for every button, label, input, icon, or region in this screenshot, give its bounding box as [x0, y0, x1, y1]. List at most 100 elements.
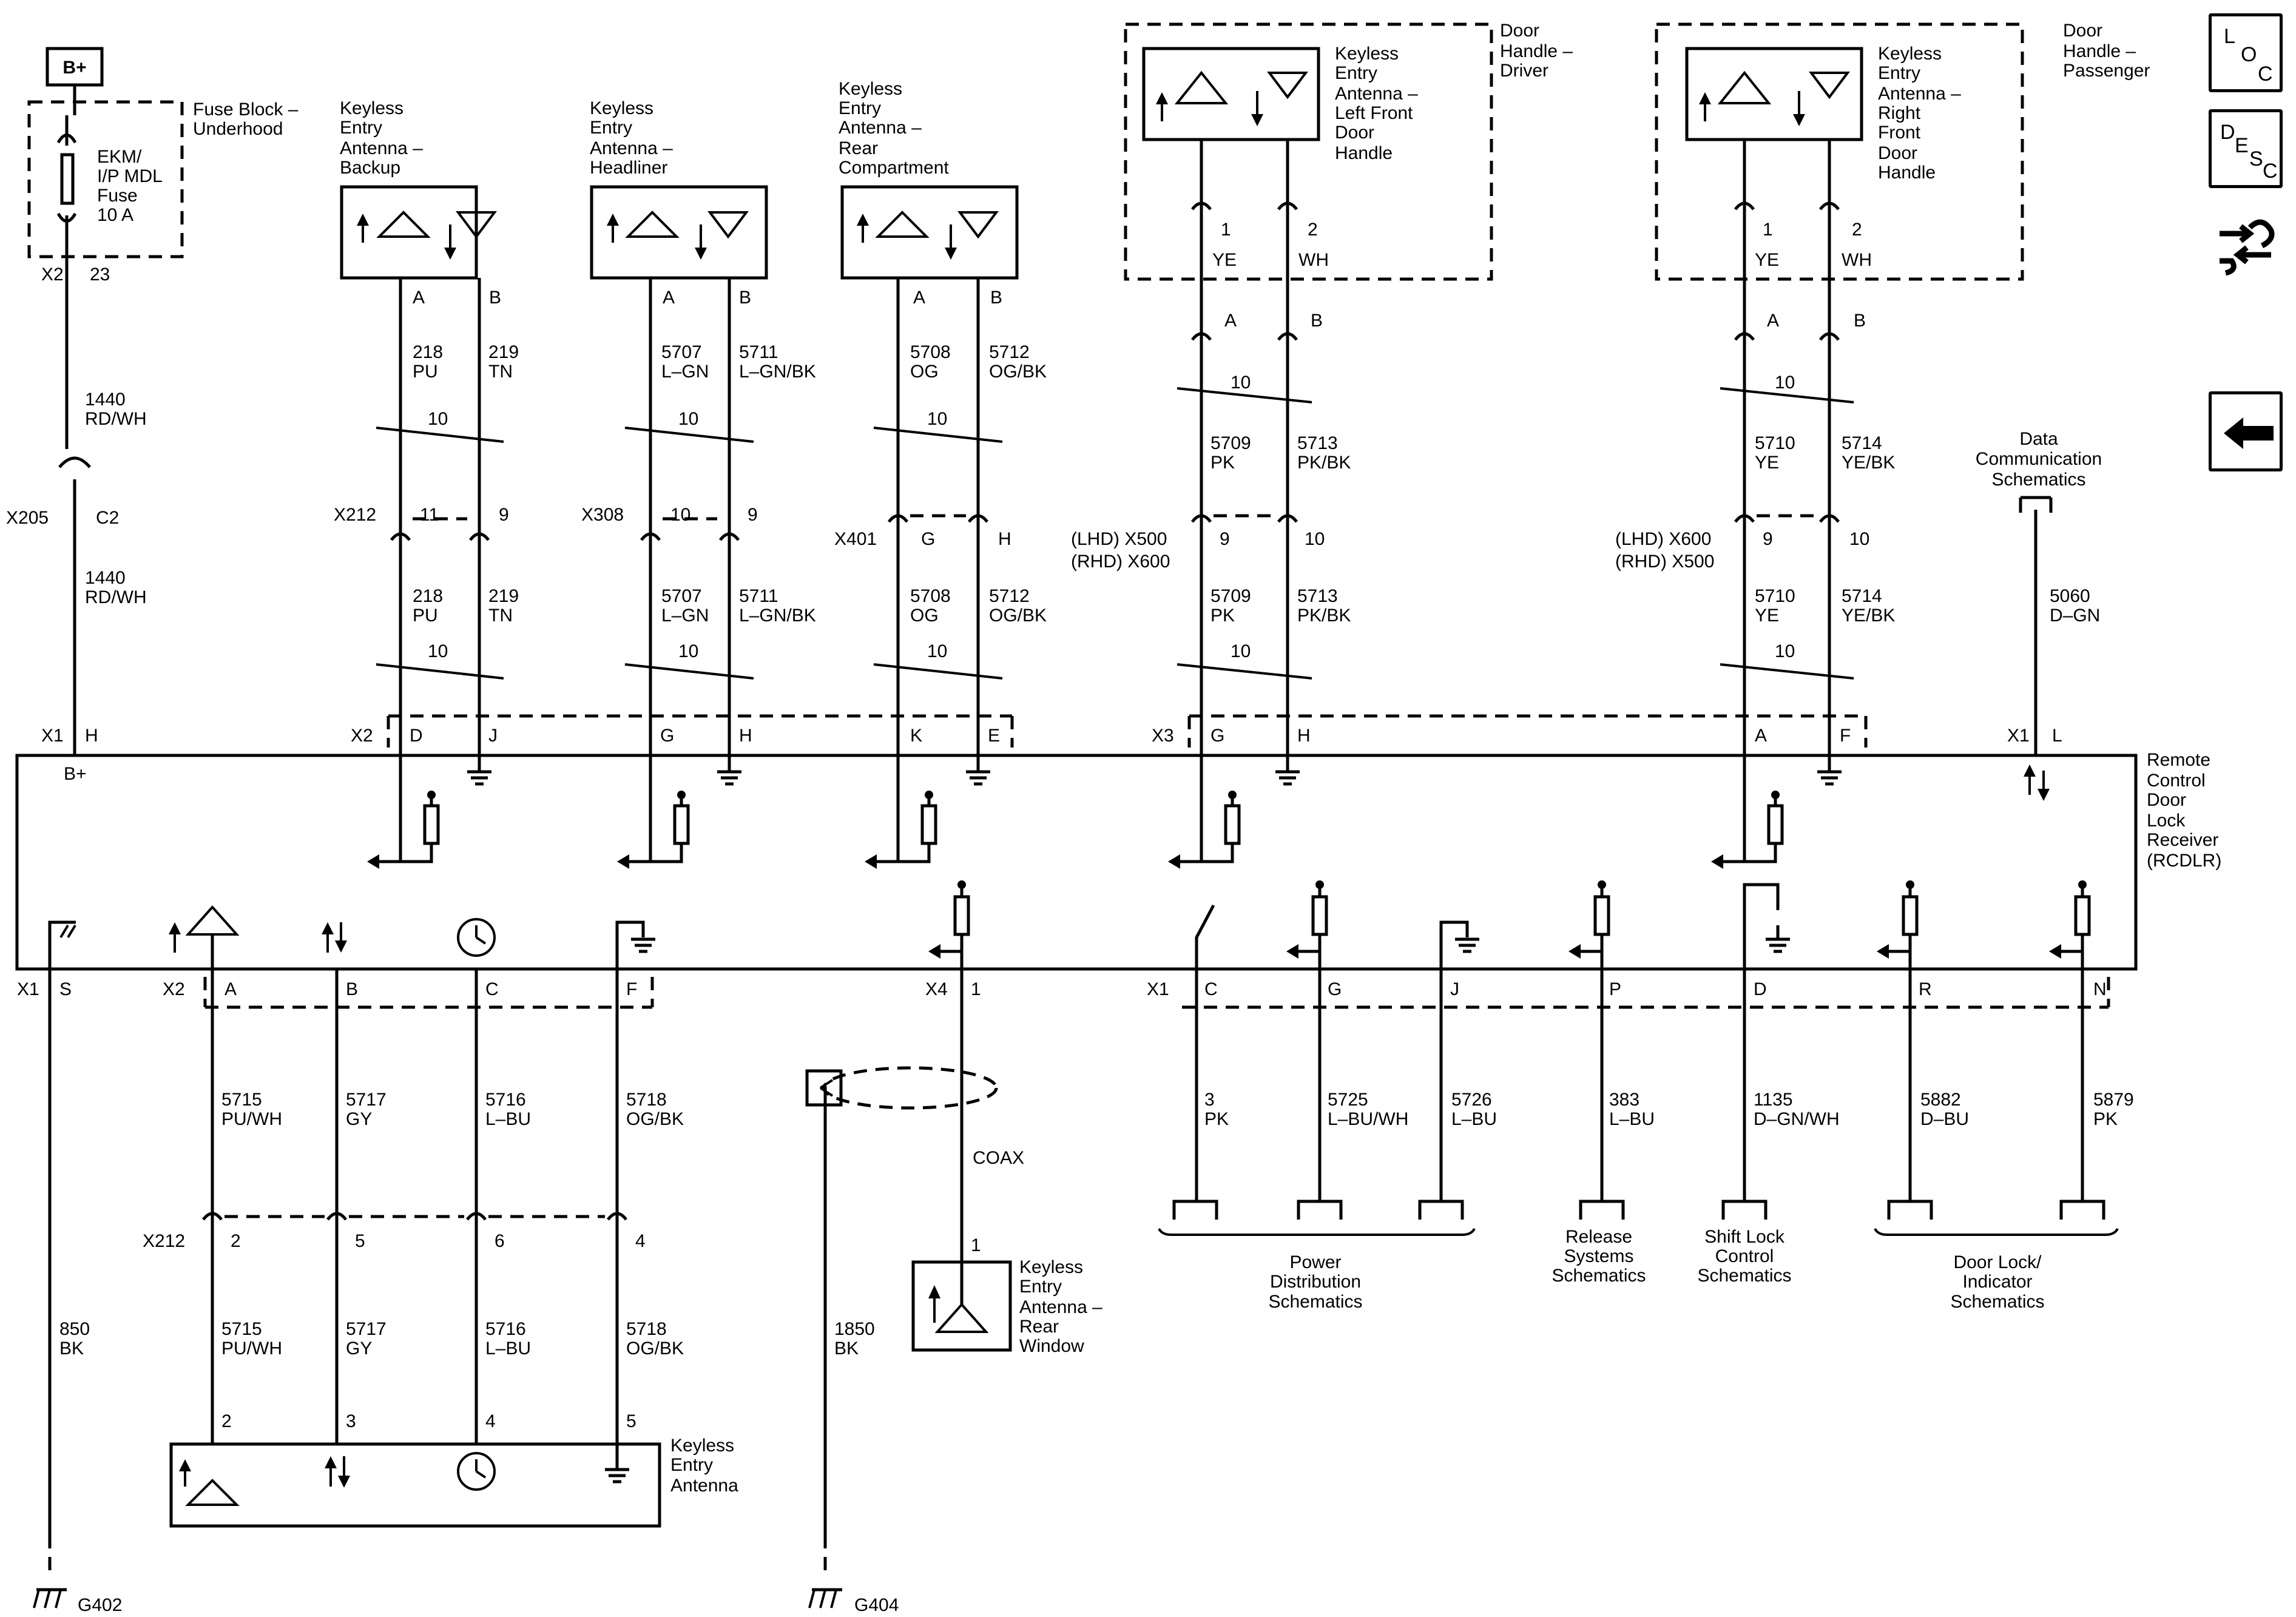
svg-text:L–BU: L–BU — [1609, 1109, 1655, 1129]
svg-text:Passenger: Passenger — [2063, 61, 2150, 81]
location-button[interactable]: L O C — [2209, 13, 2283, 92]
svg-text:Door: Door — [1335, 123, 1374, 143]
svg-text:2: 2 — [221, 1411, 232, 1431]
svg-text:5725: 5725 — [1328, 1090, 1368, 1110]
fuse-name-2: I/P MDL — [97, 166, 163, 186]
fuse-block-title-2: Underhood — [193, 119, 283, 139]
svg-text:OG/BK: OG/BK — [626, 1109, 684, 1129]
svg-text:Door: Door — [2063, 21, 2102, 41]
description-button[interactable]: D E S C — [2209, 109, 2283, 188]
desc-letter-c: C — [2263, 160, 2278, 183]
desc-letter-e: E — [2235, 134, 2249, 157]
svg-text:1: 1 — [1763, 220, 1773, 240]
door-handle-driver: Door Handle – Driver Keyless Entry Anten… — [1124, 21, 1573, 331]
svg-text:5708: 5708 — [910, 342, 951, 362]
svg-text:5712: 5712 — [989, 586, 1030, 606]
svg-text:219: 219 — [488, 586, 519, 606]
svg-text:G: G — [1328, 979, 1342, 999]
feed-wire: 1440 RD/WH X205 C2 1440 RD/WH — [6, 390, 147, 755]
svg-text:5708: 5708 — [910, 586, 951, 606]
svg-text:5714: 5714 — [1842, 433, 1882, 453]
desc-letter-d: D — [2220, 121, 2235, 144]
svg-text:S: S — [59, 979, 72, 999]
svg-text:9: 9 — [1763, 529, 1773, 549]
svg-text:Entry: Entry — [670, 1455, 713, 1475]
svg-text:OG/BK: OG/BK — [989, 362, 1047, 382]
svg-text:Shift Lock: Shift Lock — [1704, 1227, 1785, 1247]
connector-view-button[interactable] — [2213, 203, 2280, 279]
svg-text:X212: X212 — [143, 1231, 185, 1251]
svg-text:5713: 5713 — [1297, 586, 1338, 606]
svg-text:2: 2 — [231, 1231, 241, 1251]
loc-letter-l: L — [2224, 25, 2235, 48]
svg-text:5716: 5716 — [485, 1319, 526, 1339]
svg-text:(LHD) X500: (LHD) X500 — [1071, 529, 1167, 549]
svg-text:4: 4 — [485, 1411, 496, 1431]
svg-text:L: L — [2052, 726, 2062, 746]
svg-text:10: 10 — [428, 641, 448, 661]
svg-text:YE/BK: YE/BK — [1842, 606, 1895, 626]
svg-text:10: 10 — [1231, 373, 1251, 393]
svg-text:Antenna: Antenna — [670, 1476, 738, 1496]
svg-text:1135: 1135 — [1754, 1090, 1793, 1110]
svg-text:L–GN/BK: L–GN/BK — [739, 362, 816, 382]
svg-text:218: 218 — [413, 586, 443, 606]
svg-text:H: H — [739, 726, 752, 746]
svg-text:COAX: COAX — [973, 1148, 1024, 1168]
svg-text:5882: 5882 — [1920, 1090, 1961, 1110]
svg-text:K: K — [910, 726, 922, 746]
svg-text:PK: PK — [2093, 1109, 2118, 1129]
svg-text:YE: YE — [1755, 606, 1779, 626]
svg-text:Schematics: Schematics — [1551, 1266, 1646, 1286]
svg-text:Entry: Entry — [1019, 1277, 1062, 1297]
svg-text:2: 2 — [1852, 220, 1862, 240]
svg-text:Remote: Remote — [2147, 750, 2210, 770]
svg-text:5718: 5718 — [626, 1319, 667, 1339]
svg-text:L–GN: L–GN — [661, 606, 709, 626]
svg-text:J: J — [1450, 979, 1459, 999]
svg-text:YE: YE — [1212, 250, 1237, 270]
svg-text:Rear: Rear — [1019, 1317, 1059, 1337]
svg-text:A: A — [1767, 311, 1779, 331]
antenna-rear-compartment: Keyless Entry Antenna – Rear Compartment… — [839, 79, 1019, 308]
svg-text:Keyless: Keyless — [839, 79, 902, 99]
svg-text:Schematics: Schematics — [1268, 1292, 1362, 1312]
arrow-left-icon — [2224, 417, 2274, 449]
svg-text:Headliner: Headliner — [590, 158, 667, 178]
loc-letter-o: O — [2241, 43, 2257, 66]
svg-text:X2: X2 — [351, 726, 373, 746]
svg-text:X1: X1 — [1147, 979, 1169, 999]
svg-text:Door: Door — [2147, 790, 2186, 810]
svg-text:10: 10 — [927, 641, 947, 661]
svg-text:YE/BK: YE/BK — [1842, 453, 1895, 473]
svg-text:Power: Power — [1289, 1252, 1341, 1272]
svg-text:B: B — [739, 288, 751, 308]
svg-text:218: 218 — [413, 342, 443, 362]
svg-text:10: 10 — [1305, 529, 1325, 549]
svg-text:9: 9 — [748, 505, 758, 525]
svg-text:Antenna –: Antenna – — [1019, 1297, 1102, 1317]
svg-text:10: 10 — [1775, 373, 1795, 393]
back-button[interactable] — [2209, 391, 2283, 471]
ground-g404: G404 — [808, 1588, 899, 1615]
svg-text:10: 10 — [927, 409, 947, 429]
fuse-connector: X2 — [41, 265, 64, 285]
svg-text:(RHD) X600: (RHD) X600 — [1071, 552, 1170, 572]
svg-text:N: N — [2093, 979, 2107, 999]
svg-text:GY: GY — [346, 1338, 372, 1359]
svg-text:5709: 5709 — [1210, 433, 1251, 453]
svg-text:WH: WH — [1842, 250, 1872, 270]
svg-text:A: A — [1224, 311, 1237, 331]
svg-text:(RCDLR): (RCDLR) — [2147, 851, 2221, 871]
svg-text:A: A — [225, 979, 237, 999]
svg-text:1: 1 — [971, 979, 981, 999]
svg-text:H: H — [1297, 726, 1311, 746]
svg-text:L–GN/BK: L–GN/BK — [739, 606, 816, 626]
svg-text:(LHD) X600: (LHD) X600 — [1615, 529, 1711, 549]
svg-text:5712: 5712 — [989, 342, 1030, 362]
svg-text:L–BU: L–BU — [1451, 1109, 1497, 1129]
svg-text:Antenna –: Antenna – — [839, 118, 922, 138]
svg-text:H: H — [998, 529, 1011, 549]
svg-text:X3: X3 — [1152, 726, 1174, 746]
svg-text:PU: PU — [413, 606, 438, 626]
